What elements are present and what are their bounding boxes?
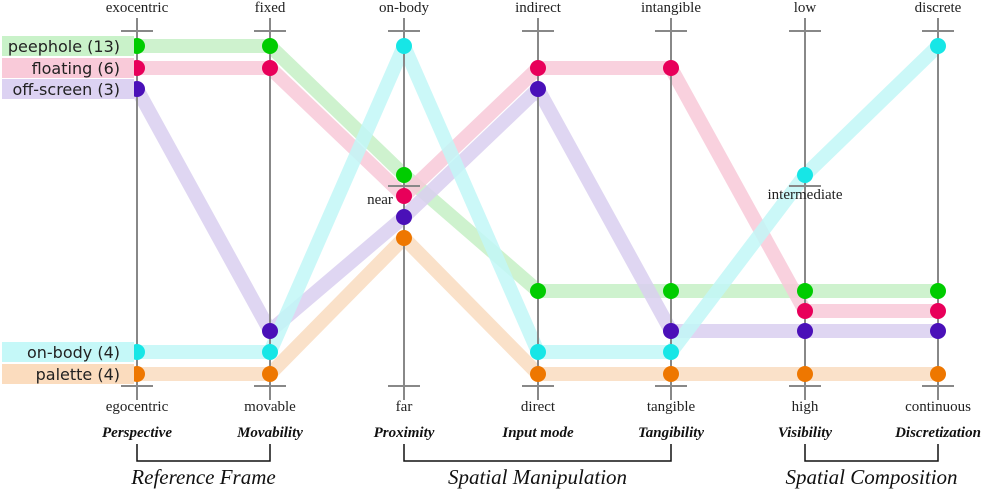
legend-label-floating: floating (6): [32, 59, 120, 78]
point-off-screen-input-mode: [530, 81, 546, 97]
group-label-reference-frame: Reference Frame: [130, 465, 275, 489]
axis-bottom-label: far: [396, 399, 413, 415]
point-peephole-movability: [262, 38, 278, 54]
axis-bottom-label: egocentric: [106, 399, 169, 415]
group-label-spatial-manipulation: Spatial Manipulation: [448, 465, 627, 489]
point-peephole-visibility: [797, 283, 813, 299]
axis-top-label: indirect: [515, 0, 562, 16]
axis-top-label: low: [794, 0, 817, 16]
legend-swatch-peephole: [2, 36, 134, 56]
point-peephole-input-mode: [530, 283, 546, 299]
legend-label-on-body: on-body (4): [27, 343, 120, 362]
point-floating-input-mode: [530, 60, 546, 76]
axis-bottom-label: high: [792, 399, 819, 415]
axis-top-label: on-body: [379, 0, 429, 16]
axis-bottom-label: continuous: [905, 399, 971, 415]
group-bracket: [136, 444, 271, 462]
point-off-screen-proximity: [396, 209, 412, 225]
axis-name-tangibility: Tangibility: [638, 425, 704, 441]
axis-top-label: discrete: [915, 0, 962, 16]
point-floating-discretization: [930, 303, 946, 319]
point-palette-proximity: [396, 230, 412, 246]
axis-name-perspective: Perspective: [102, 425, 172, 441]
point-on-body-visibility: [797, 167, 813, 183]
legend-swatch-floating: [2, 58, 134, 78]
axis-name-discretization: Discretization: [894, 425, 981, 441]
axis-name-movability: Movability: [236, 425, 303, 441]
axis-name-input-mode: Input mode: [501, 425, 574, 441]
axis-bottom-label: tangible: [647, 399, 696, 415]
point-off-screen-movability: [262, 323, 278, 339]
axis-middle-label: intermediate: [768, 187, 843, 203]
point-on-body-tangibility: [663, 344, 679, 360]
legend-swatch-on-body: [2, 342, 134, 362]
axis-groups: Reference Frame Spatial Manipulation Spati…: [130, 444, 958, 489]
point-off-screen-tangibility: [663, 323, 679, 339]
axis-name-visibility: Visibility: [778, 425, 833, 441]
axis-middle-label: near: [367, 192, 393, 208]
legend-swatch-palette: [2, 364, 134, 384]
point-floating-tangibility: [663, 60, 679, 76]
point-palette-tangibility: [663, 366, 679, 382]
group-label-spatial-composition: Spatial Composition: [785, 465, 957, 489]
point-palette-discretization: [930, 366, 946, 382]
legend: peephole (13) floating (6) off-screen (3) o…: [2, 36, 134, 384]
point-palette-movability: [262, 366, 278, 382]
point-off-screen-discretization: [930, 323, 946, 339]
point-floating-movability: [262, 60, 278, 76]
axis-bottom-label: movable: [244, 399, 296, 415]
axis-top-label: exocentric: [106, 0, 169, 16]
legend-label-peephole: peephole (13): [8, 37, 120, 56]
point-floating-proximity: [396, 188, 412, 204]
group-bracket: [403, 444, 672, 462]
point-on-body-discretization: [930, 38, 946, 54]
group-bracket: [804, 444, 939, 462]
legend-swatch-off-screen: [2, 79, 134, 99]
axis-top-label: fixed: [255, 0, 286, 16]
point-on-body-proximity: [396, 38, 412, 54]
legend-label-palette: palette (4): [36, 365, 120, 384]
axis-name-proximity: Proximity: [374, 425, 435, 441]
point-on-body-input-mode: [530, 344, 546, 360]
axis-bottom-label: direct: [521, 399, 556, 415]
point-palette-input-mode: [530, 366, 546, 382]
legend-label-off-screen: off-screen (3): [12, 80, 120, 99]
point-peephole-proximity: [396, 167, 412, 183]
point-off-screen-visibility: [797, 323, 813, 339]
point-on-body-movability: [262, 344, 278, 360]
series-points: [129, 38, 946, 382]
point-floating-visibility: [797, 303, 813, 319]
point-peephole-discretization: [930, 283, 946, 299]
axis-top-label: intangible: [641, 0, 701, 16]
point-palette-visibility: [797, 366, 813, 382]
point-peephole-tangibility: [663, 283, 679, 299]
